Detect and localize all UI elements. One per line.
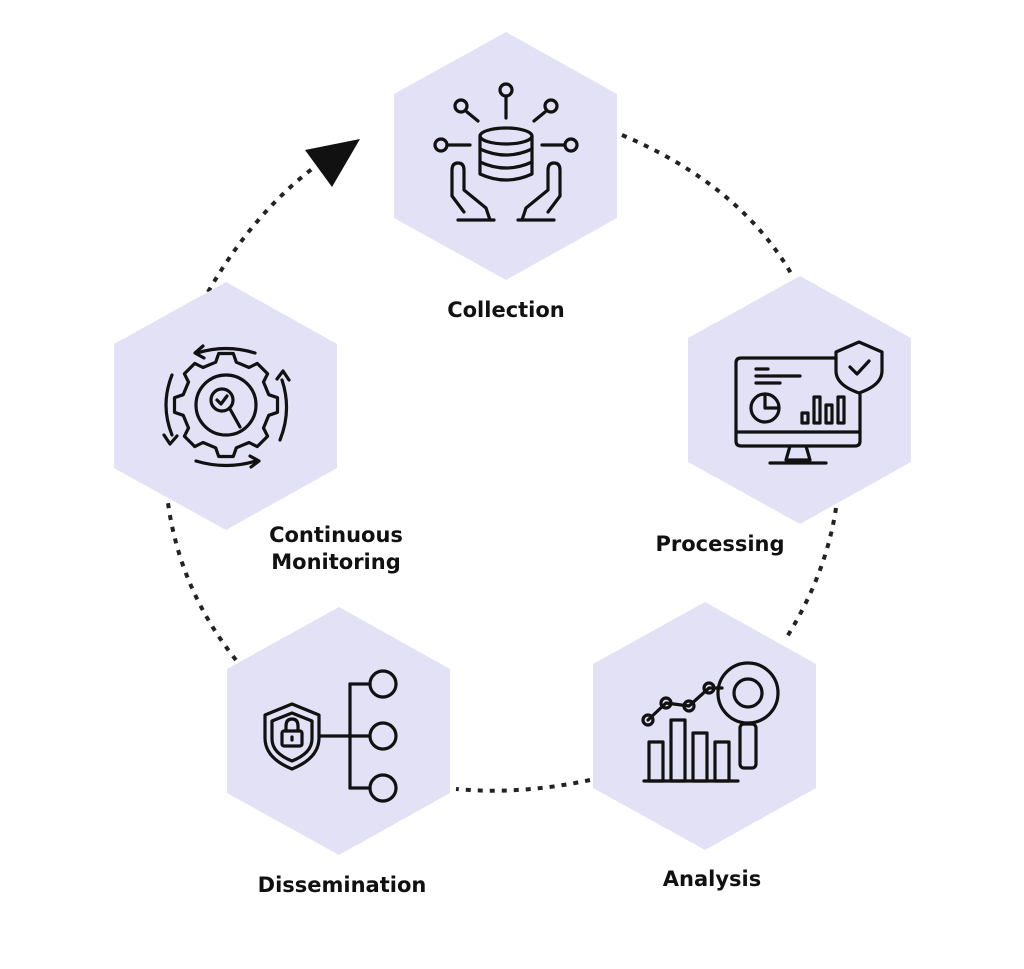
stage-label-analysis: Analysis: [662, 867, 762, 891]
connector-collection-processing: [621, 133, 794, 277]
connector-analysis-dissemination: [455, 778, 591, 793]
stage-label-collection: Collection: [447, 298, 565, 322]
triangle-arrowhead-icon: [305, 139, 360, 187]
database-in-hands-icon: [433, 82, 579, 222]
stage-label-monitoring-line2: Monitoring: [271, 550, 401, 574]
hexagon-processing: [688, 276, 911, 524]
connector-dissemination-monitoring: [166, 502, 238, 662]
stage-label-monitoring: Continuous Monitoring: [236, 522, 436, 576]
stage-label-dissemination: Dissemination: [257, 873, 427, 897]
shield-lock-network-icon: [263, 669, 398, 803]
connector-monitoring-collection: [206, 161, 322, 293]
hexagon-monitoring: [114, 282, 337, 530]
stage-label-processing: Processing: [655, 532, 785, 556]
hexagon-analysis: [593, 602, 816, 850]
cycle-connectors: [166, 133, 838, 793]
connector-processing-analysis: [783, 507, 838, 642]
bar-chart-magnifier-icon: [641, 661, 780, 783]
hexagon-dissemination: [227, 607, 450, 855]
monitor-dashboard-shield-icon: [734, 340, 884, 465]
stage-label-monitoring-line1: Continuous: [269, 523, 403, 547]
gear-search-cycle-icon: [162, 344, 291, 469]
